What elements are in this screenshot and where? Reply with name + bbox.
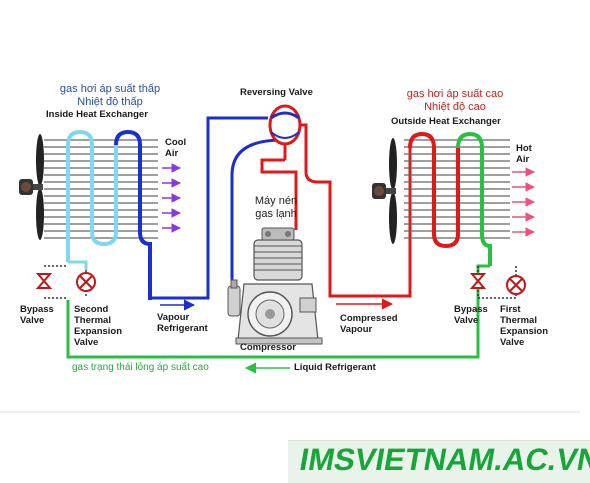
vapour-refrigerant-label: Vapour Refrigerant bbox=[157, 312, 208, 335]
outside-fan-icon bbox=[372, 138, 397, 244]
left-bypass-label: Bypass Valve bbox=[20, 304, 54, 327]
outside-viet-label: gas hơi áp suất cao Nhiệt độ cao bbox=[390, 88, 520, 113]
second-tev-line2: Thermal bbox=[74, 314, 111, 326]
compressed-vapour-line bbox=[300, 123, 412, 298]
hot-air-arrows bbox=[512, 167, 535, 237]
hot-air-label: Hot Air bbox=[516, 143, 532, 166]
vapour-ref-line1: Vapour bbox=[157, 312, 190, 323]
first-tev-line4: Valve bbox=[500, 336, 525, 348]
brand-watermark: IMSVIETNAM.AC.VN bbox=[297, 442, 590, 477]
compressed-line1: Compressed bbox=[340, 313, 398, 324]
first-tev-line3: Expansion bbox=[500, 325, 549, 337]
outside-viet-line2: Nhiệt độ cao bbox=[424, 100, 486, 113]
reversing-valve bbox=[268, 104, 302, 160]
inside-viet-label: gas hơi áp suất thấp Nhiệt độ thấp bbox=[40, 83, 180, 108]
inside-hx-coil-warm bbox=[114, 129, 152, 300]
compressor-viet-line1: Máy nén bbox=[254, 195, 298, 207]
inside-heat-exchanger bbox=[19, 129, 181, 300]
right-bypass-label: Bypass Valve bbox=[454, 304, 488, 327]
right-bypass-valve-icon bbox=[469, 273, 487, 289]
right-bypass-line2: Valve bbox=[454, 314, 479, 326]
second-tev-line1: Second bbox=[74, 304, 109, 315]
liquid-viet-label: gas trạng thái lỏng áp suất cao bbox=[72, 362, 209, 373]
first-tev-label: First Thermal Expansion Valve bbox=[500, 304, 549, 349]
hot-air-line1: Hot bbox=[516, 143, 532, 154]
second-tev-line4: Valve bbox=[74, 336, 99, 348]
outside-hx-title: Outside Heat Exchanger bbox=[391, 116, 501, 127]
first-tev-line1: First bbox=[500, 304, 521, 315]
outside-heat-exchanger bbox=[372, 131, 535, 266]
outside-hx-coil-hot bbox=[408, 131, 460, 249]
vapour-ref-line2: Refrigerant bbox=[157, 322, 208, 334]
outside-viet-line1: gas hơi áp suất cao bbox=[406, 88, 504, 100]
left-bypass-line1: Bypass bbox=[20, 304, 54, 315]
inside-viet-line2: Nhiệt độ thấp bbox=[77, 95, 143, 108]
compressor-icon bbox=[227, 227, 323, 345]
second-tev-line3: Expansion bbox=[74, 325, 123, 337]
compressor-label: Compressor bbox=[240, 342, 296, 353]
first-expansion-valve-icon bbox=[506, 275, 526, 295]
right-bypass-line1: Bypass bbox=[454, 304, 488, 315]
cool-air-line1: Cool bbox=[165, 137, 187, 148]
inside-hx-title: Inside Heat Exchanger bbox=[46, 109, 148, 120]
compressor-viet-label: Máy nén gas lạnh bbox=[244, 195, 308, 220]
inside-viet-line1: gas hơi áp suất thấp bbox=[59, 83, 161, 95]
second-expansion-valve-icon bbox=[76, 272, 96, 292]
compressed-vapour-label: Compressed Vapour bbox=[340, 313, 398, 336]
discharge-line bbox=[260, 158, 298, 230]
hot-air-line2: Air bbox=[516, 153, 530, 165]
inside-hx-coil-cold bbox=[66, 129, 118, 262]
compressed-line2: Vapour bbox=[340, 323, 373, 335]
first-tev-line2: Thermal bbox=[500, 314, 537, 326]
cool-air-label: Cool Air bbox=[165, 137, 187, 160]
left-bypass-valve-icon bbox=[35, 273, 53, 289]
cool-air-arrows bbox=[162, 163, 181, 233]
vapour-refrigerant-line bbox=[148, 116, 268, 300]
outside-hx-coil-cooling bbox=[456, 131, 492, 266]
suction-line bbox=[230, 138, 283, 300]
compressor-viet-line2: gas lạnh bbox=[255, 207, 297, 220]
liquid-refrigerant-label: Liquid Refrigerant bbox=[294, 362, 376, 373]
brand-banner bbox=[288, 440, 590, 483]
reversing-valve-label: Reversing Valve bbox=[240, 87, 313, 98]
cool-air-line2: Air bbox=[165, 147, 179, 159]
second-tev-label: Second Thermal Expansion Valve bbox=[74, 304, 123, 349]
liquid-refrigerant-line bbox=[66, 264, 490, 359]
inside-fan-icon bbox=[19, 134, 44, 240]
left-bypass-line2: Valve bbox=[20, 314, 45, 326]
